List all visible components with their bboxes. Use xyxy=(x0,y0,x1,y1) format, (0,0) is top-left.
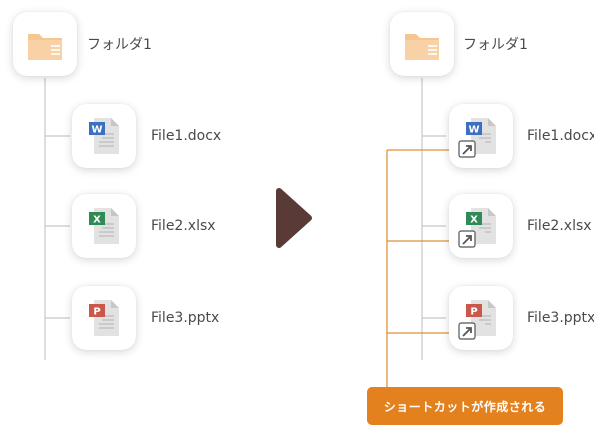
shortcut-created-callout: ショートカットが作成される xyxy=(367,387,563,425)
file-tile-pptx[interactable]: P xyxy=(72,286,136,350)
powerpoint-presentation-shortcut-icon: P xyxy=(458,300,496,340)
shortcut-tile-pptx[interactable]: P xyxy=(449,286,513,350)
file-badge: P xyxy=(470,307,477,318)
file-badge: W xyxy=(468,125,479,136)
word-document-icon: W xyxy=(89,118,119,154)
folder-tile[interactable] xyxy=(13,12,77,76)
shortcut-arrow-icon xyxy=(458,140,476,158)
folder-label: フォルダ1 xyxy=(463,37,528,53)
shortcut-tile-docx[interactable]: W xyxy=(449,104,513,168)
file-tile-docx[interactable]: W xyxy=(72,104,136,168)
file-badge: W xyxy=(91,125,102,136)
folder-tile[interactable] xyxy=(390,12,454,76)
powerpoint-presentation-icon: P xyxy=(89,300,119,336)
shortcut-connectors xyxy=(386,149,458,388)
folder-icon xyxy=(28,34,62,60)
file-label: File3.pptx xyxy=(151,310,220,326)
file-label: File1.docx xyxy=(151,128,222,144)
shortcut-tile-xlsx[interactable]: X xyxy=(449,194,513,258)
excel-spreadsheet-shortcut-icon: X xyxy=(458,208,496,248)
file-badge: X xyxy=(93,215,101,226)
folder-label: フォルダ1 xyxy=(87,37,152,53)
file-badge: P xyxy=(93,307,100,318)
excel-spreadsheet-icon: X xyxy=(89,208,119,244)
shortcut-arrow-icon xyxy=(458,322,476,340)
callout-text: ショートカットが作成される xyxy=(383,399,547,414)
file-badge: X xyxy=(470,215,478,226)
word-document-shortcut-icon: W xyxy=(458,118,496,158)
file-tile-xlsx[interactable]: X xyxy=(72,194,136,258)
shortcut-arrow-icon xyxy=(458,230,476,248)
folder-icon xyxy=(405,34,439,60)
file-label: File2.xlsx xyxy=(527,218,592,234)
file-label: File3.pptx xyxy=(527,310,594,326)
file-label: File1.docx xyxy=(527,128,594,144)
file-label: File2.xlsx xyxy=(151,218,216,234)
